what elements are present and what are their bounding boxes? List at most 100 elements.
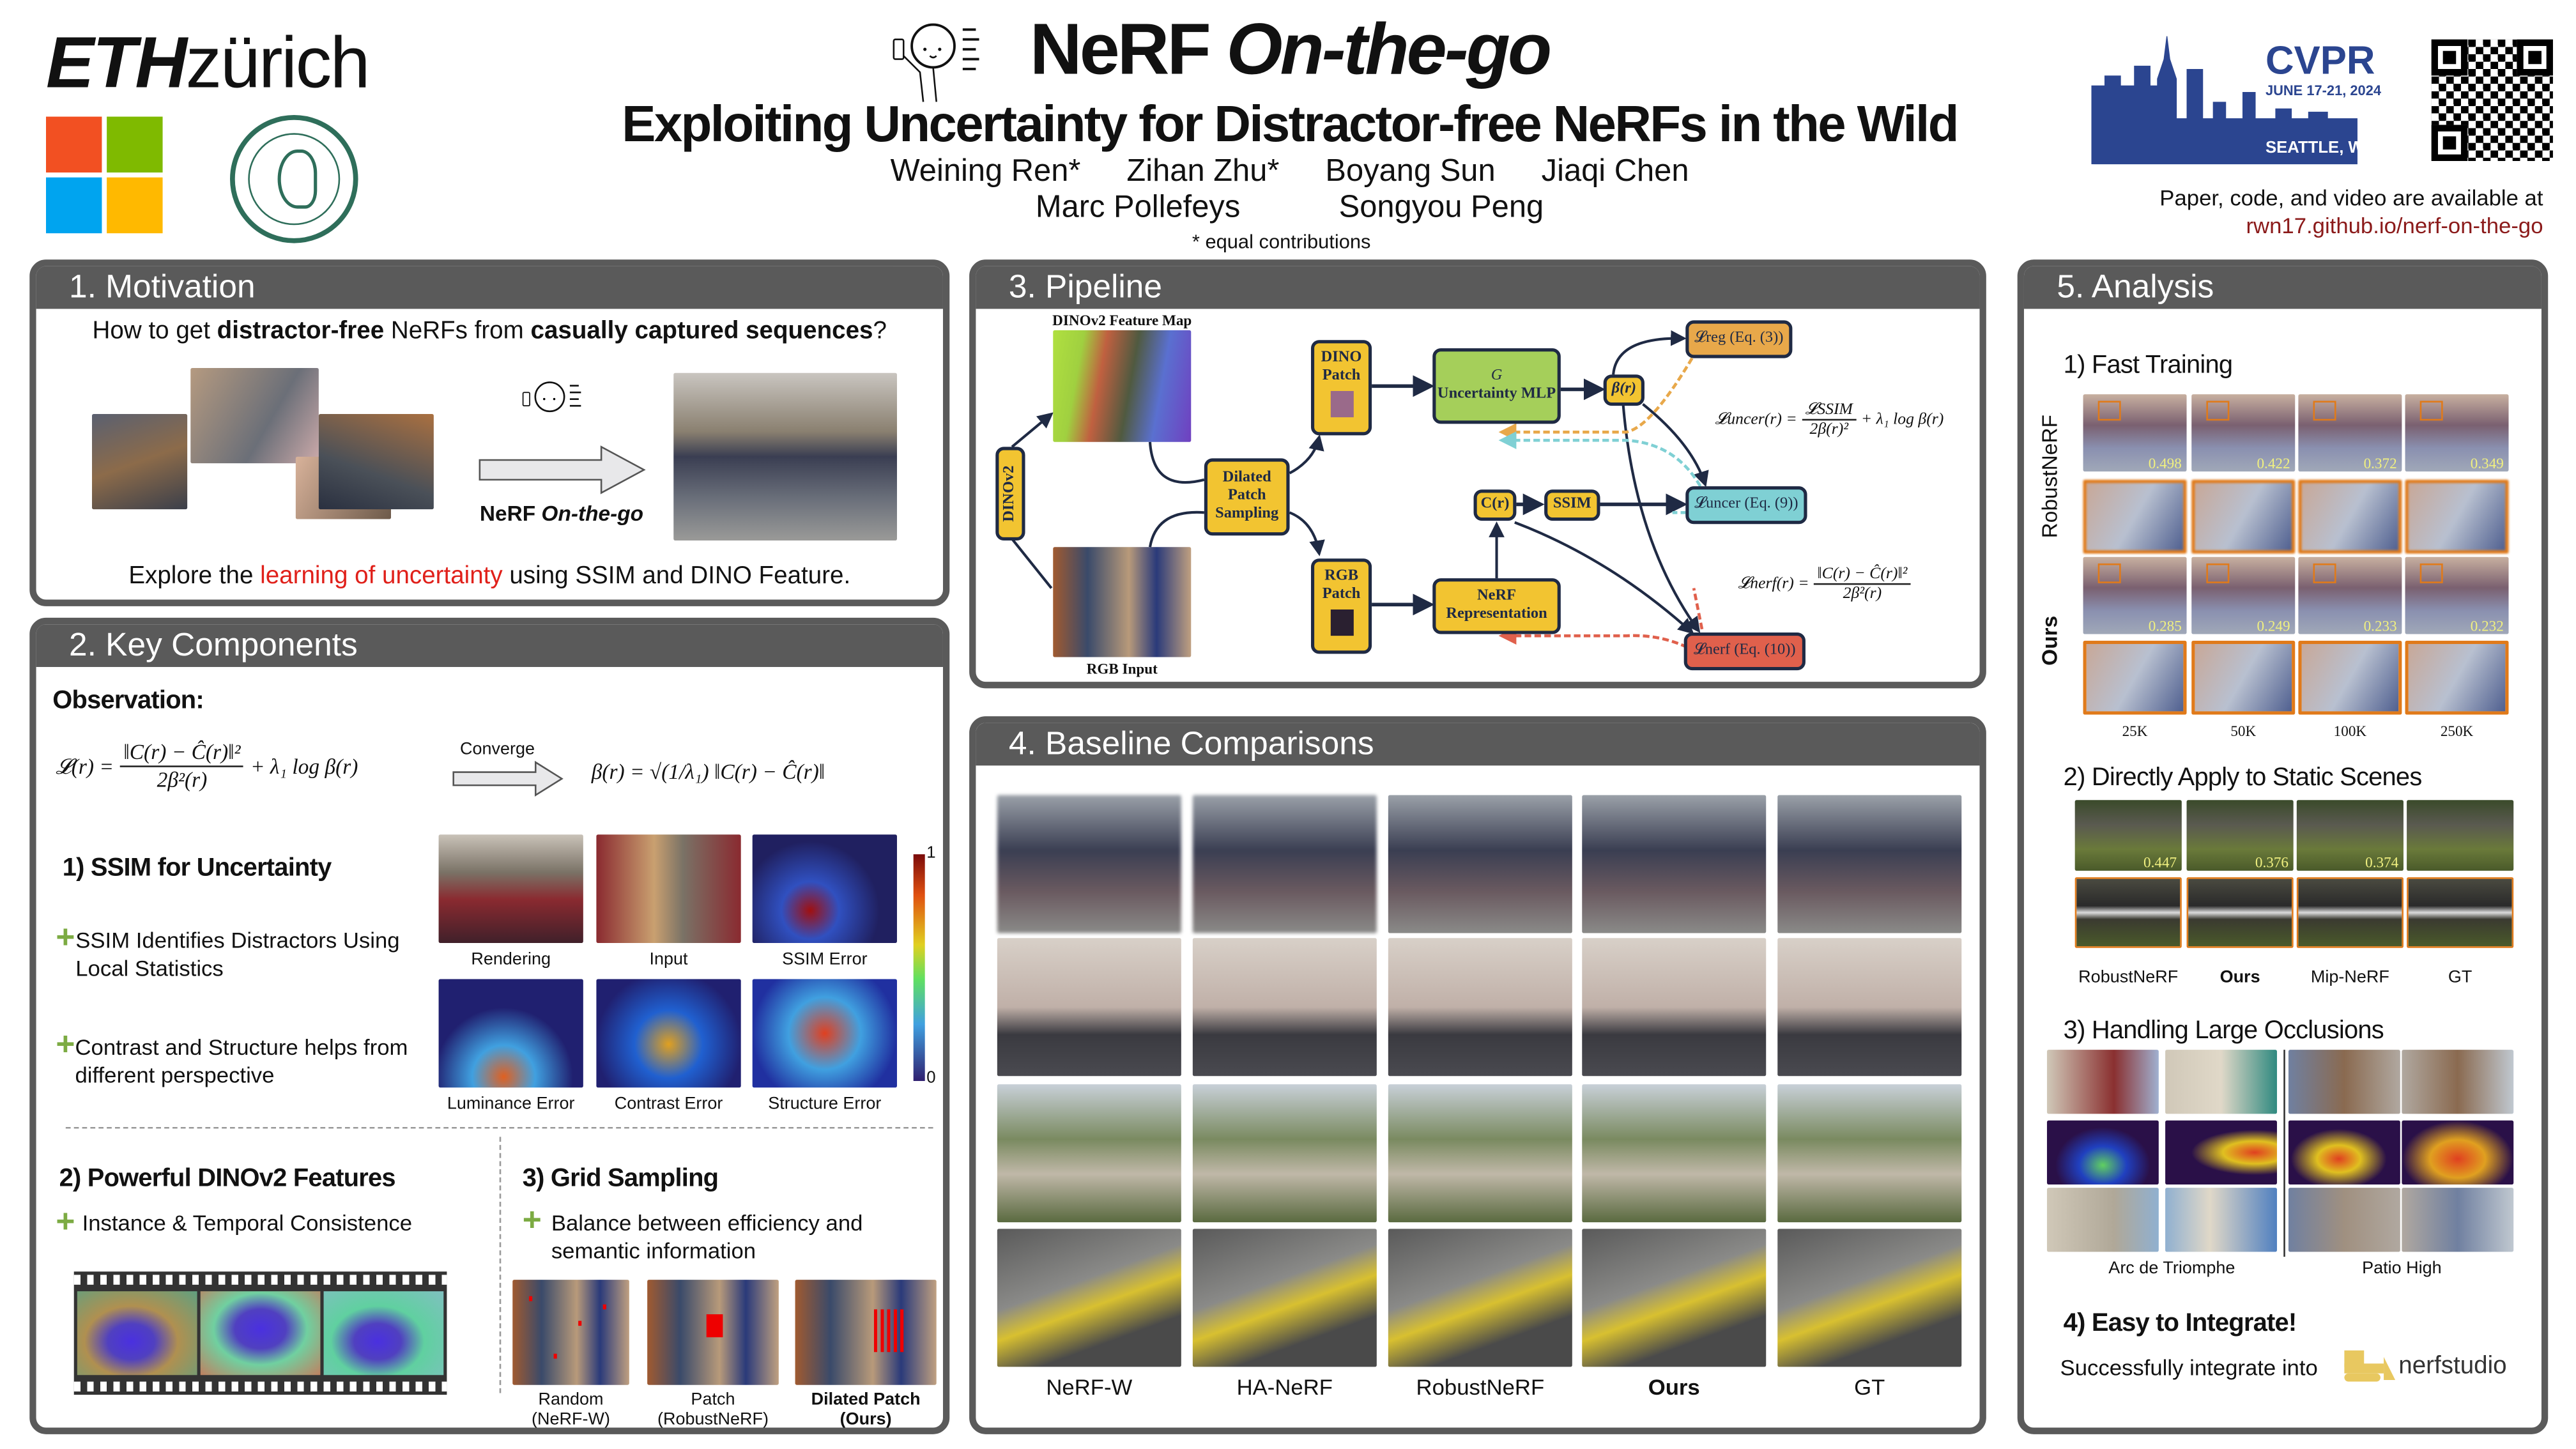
clean-result-image	[673, 372, 897, 540]
comparison-image-robustnerf	[1388, 938, 1572, 1077]
luminance-error-map	[438, 979, 583, 1088]
plus-icon: +	[56, 1204, 75, 1241]
lpips-score: 0.249	[2257, 617, 2290, 634]
rendering-image	[438, 834, 583, 943]
pipeline-panel: 3. Pipeline	[969, 259, 1986, 689]
training-snapshot-image: 0.498	[2083, 394, 2187, 471]
dino-feature-frame	[77, 1291, 197, 1376]
image-caption: Contrast Error	[614, 1094, 723, 1114]
bicycle-scene-image: 0.374	[2296, 800, 2404, 871]
lpips-score: 0.447	[2143, 854, 2177, 871]
training-snapshot-image: 0.349	[2405, 394, 2509, 471]
mascot-icon	[522, 381, 581, 413]
method-label: GT	[2448, 967, 2472, 988]
casual-capture-image	[318, 413, 434, 510]
structure-error-map	[752, 979, 897, 1088]
method-label: GT	[1854, 1375, 1885, 1400]
cvpr-logo: CVPR JUNE 17-21, 2024 SEATTLE, WA	[2091, 36, 2398, 165]
author: Songyou Peng	[1338, 190, 1544, 226]
scene-label: Patio High	[2362, 1258, 2442, 1278]
mascot-icon	[893, 23, 979, 102]
colorbar-min-label: 0	[926, 1069, 936, 1088]
occlusion-render-image	[2165, 1188, 2277, 1252]
comparison-image-robustnerf	[1388, 1084, 1572, 1223]
bicycle-zoom-image	[2074, 877, 2182, 948]
dino-feature-filmstrip	[73, 1271, 447, 1395]
zoomed-crop-image	[2298, 640, 2402, 715]
contrast-error-map	[596, 979, 741, 1088]
author: Marc Pollefeys	[1035, 190, 1241, 226]
image-caption: Structure Error	[768, 1094, 882, 1114]
poster-subtitle: Exploiting Uncertainty for Distractor-fr…	[622, 95, 1959, 153]
author: Boyang Sun	[1325, 154, 1496, 189]
fast-training-heading: 1) Fast Training	[2063, 351, 2233, 379]
project-link[interactable]: rwn17.github.io/nerf-on-the-go	[2246, 213, 2543, 238]
occlusion-render-image	[2288, 1188, 2400, 1252]
lpips-score: 0.233	[2363, 617, 2397, 634]
converge-arrow-icon	[452, 760, 564, 797]
section-divider	[499, 1137, 502, 1393]
lpips-score: 0.285	[2148, 617, 2182, 634]
training-snapshot-image: 0.233	[2298, 556, 2402, 634]
zoomed-crop-image	[2191, 479, 2296, 554]
comparison-image-ours	[1582, 1084, 1767, 1223]
zoomed-crop-image	[2405, 640, 2509, 715]
panel-title: 4. Baseline Comparisons	[976, 723, 1980, 766]
method-label: HA-NeRF	[1236, 1375, 1333, 1400]
static-scenes-heading: 2) Directly Apply to Static Scenes	[2063, 763, 2423, 792]
row-label-robustnerf: RobustNeRF	[2037, 415, 2062, 539]
grid-sampling-heading: 3) Grid Sampling	[522, 1165, 719, 1193]
panel-title: 5. Analysis	[2023, 266, 2542, 309]
image-caption: Random(NeRF-W)	[532, 1390, 611, 1430]
bicycle-zoom-image	[2186, 877, 2294, 948]
motivation-panel: 1. Motivation How to get distractor-free…	[29, 259, 950, 606]
highlight-box	[2097, 401, 2121, 421]
highlight-box	[2419, 401, 2443, 421]
lpips-score: 0.422	[2257, 455, 2290, 471]
motivation-conclusion: Explore the learning of uncertainty usin…	[128, 562, 851, 590]
bicycle-scene-image: 0.447	[2074, 800, 2182, 871]
training-snapshot-image: 0.372	[2298, 394, 2402, 471]
nerfstudio-logo-text[interactable]: nerfstudio	[2398, 1352, 2507, 1380]
casual-capture-image	[190, 367, 319, 464]
lpips-score: 0.372	[2363, 455, 2397, 471]
ssim-error-map	[752, 834, 897, 943]
qr-code[interactable]	[2428, 36, 2557, 165]
dinov2-feature-map-image	[1053, 330, 1192, 442]
zoomed-crop-image	[2191, 640, 2296, 715]
occlusion-input-image	[2046, 1050, 2159, 1114]
iteration-label: 50K	[2230, 723, 2257, 740]
comparison-image-ours	[1582, 1229, 1767, 1367]
occlusion-render-image	[2046, 1188, 2159, 1252]
iteration-label: 100K	[2333, 723, 2367, 740]
l-nerf-box: 𝓛nerf (Eq. (10))	[1683, 632, 1805, 671]
uncertainty-map-image	[2046, 1120, 2159, 1184]
occlusion-divider	[2283, 1050, 2285, 1257]
image-caption: Input	[649, 949, 688, 970]
plus-icon: +	[56, 919, 75, 956]
grid-sampling-bullet: +Balance between efficiency and semantic…	[523, 1204, 933, 1265]
comparison-image-ours	[1582, 938, 1767, 1077]
plus-icon: +	[56, 1027, 75, 1063]
occlusion-input-image	[2402, 1050, 2514, 1114]
highlight-box	[2313, 563, 2336, 583]
section-divider	[65, 1126, 933, 1129]
availability-text: Paper, code, and video are available at	[2159, 185, 2543, 211]
comparison-image-hanerf	[1192, 1084, 1377, 1223]
dilated-patch-sampling-box: Dilated Patch Sampling	[1204, 458, 1290, 536]
bicycle-scene-image	[2407, 800, 2514, 871]
right-arrow-icon	[479, 445, 646, 494]
beta-equation: β(r) = √(1/λ₁) ‖C(r) − Ĉ(r)‖	[591, 758, 825, 784]
lpips-score: 0.498	[2148, 455, 2182, 471]
iteration-label: 250K	[2440, 723, 2474, 740]
input-image	[596, 834, 741, 943]
feature-map-label: DINOv2 Feature Map	[1052, 312, 1192, 329]
highlight-box	[2097, 563, 2121, 583]
rgb-input-label: RGB Input	[1086, 660, 1158, 677]
lpips-score: 0.232	[2470, 617, 2504, 634]
key-components-panel: 2. Key Components Observation: 𝓛(r) = ‖C…	[29, 617, 950, 1434]
training-snapshot-image: 0.285	[2083, 556, 2187, 634]
